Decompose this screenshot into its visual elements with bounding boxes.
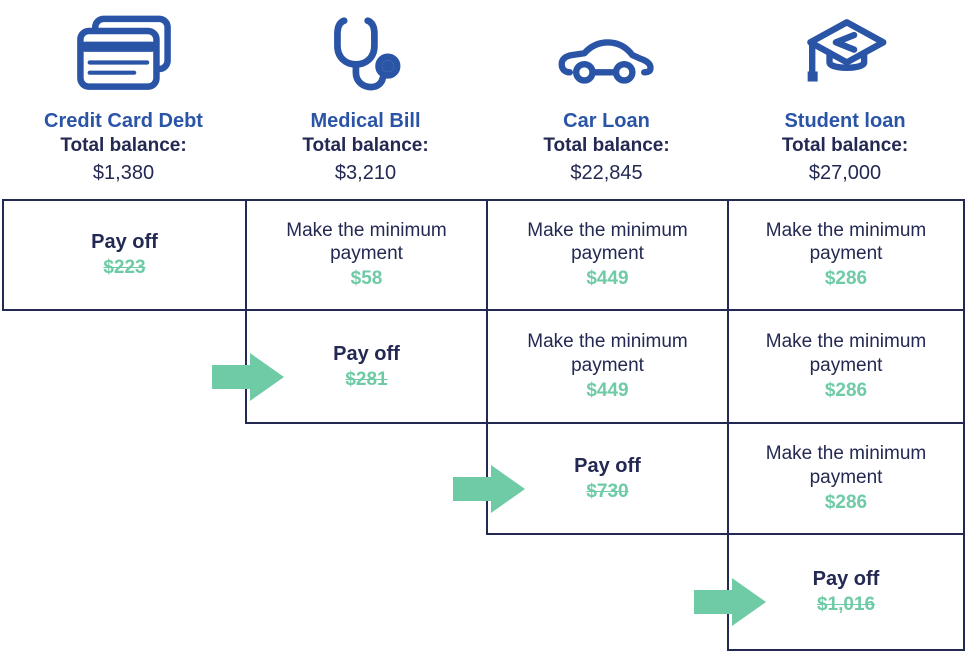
total-balance-label: Total balance: [60, 135, 187, 156]
minimum-cell: Make the minimum payment $286 [727, 309, 965, 424]
credit-card-icon [73, 0, 175, 108]
minimum-cell: Make the minimum payment $449 [486, 199, 729, 311]
payment-amount: $223 [103, 257, 146, 279]
payoff-label: Pay off [91, 231, 158, 254]
minimum-payment-label: Make the minimum payment [286, 219, 447, 265]
payment-amount: $286 [824, 379, 868, 401]
payoff-cell: Pay off $281 [245, 309, 488, 424]
payoff-label: Pay off [333, 342, 400, 365]
empty-cell [487, 534, 728, 650]
total-balance-value: $3,210 [334, 161, 397, 184]
minimum-cell: Make the minimum payment $449 [486, 309, 729, 424]
total-balance-label: Total balance: [781, 135, 909, 156]
debt-name: Medical Bill [310, 110, 421, 132]
payoff-label: Pay off [812, 568, 880, 591]
minimum-cell: Make the minimum payment $286 [727, 199, 965, 311]
debt-name: Car Loan [563, 110, 650, 132]
arrow-right-icon [453, 464, 525, 513]
empty-cell [246, 534, 487, 650]
total-balance-label: Total balance: [302, 135, 429, 156]
minimum-payment-label: Make the minimum payment [527, 219, 688, 265]
minimum-cell: Make the minimum payment $58 [245, 199, 488, 311]
stethoscope-icon [324, 0, 408, 108]
payoff-cell: Pay off $730 [486, 422, 729, 535]
payment-amount: $730 [586, 480, 629, 502]
minimum-payment-label: Make the minimum payment [527, 331, 688, 376]
empty-cell [3, 534, 246, 650]
payment-amount: $449 [586, 268, 629, 290]
payment-amount: $449 [586, 379, 629, 401]
payoff-cell: Pay off $1,016 [727, 533, 965, 651]
graduation-cap-icon [799, 0, 891, 108]
payment-amount: $286 [824, 491, 868, 513]
empty-cell [3, 310, 246, 423]
minimum-payment-label: Make the minimum payment [765, 219, 927, 265]
total-balance-value: $1,380 [92, 161, 155, 184]
debt-name: Credit Card Debt [44, 110, 203, 132]
minimum-payment-label: Make the minimum payment [765, 331, 927, 376]
payment-amount: $281 [345, 368, 388, 390]
total-balance-value: $22,845 [570, 161, 643, 184]
empty-cell [246, 423, 487, 534]
payment-amount: $286 [824, 268, 868, 290]
payment-amount: $1,016 [816, 594, 876, 616]
payoff-label: Pay off [574, 454, 641, 477]
empty-cell [3, 423, 246, 534]
debt-name: Student loan [784, 110, 906, 132]
car-icon [557, 0, 657, 108]
total-balance-value: $27,000 [808, 161, 882, 184]
arrow-right-icon [212, 352, 284, 401]
total-balance-label: Total balance: [543, 135, 670, 156]
minimum-cell: Make the minimum payment $286 [727, 422, 965, 535]
minimum-payment-label: Make the minimum payment [765, 443, 927, 488]
arrow-right-icon [694, 578, 766, 626]
plan-row-3: Pay off $1,016 [3, 533, 965, 651]
payment-amount: $58 [350, 268, 383, 290]
payoff-cell: Pay off $223 [2, 199, 247, 311]
plan-row-2: Pay off $730 Make the minimum payment $286 [3, 422, 965, 535]
